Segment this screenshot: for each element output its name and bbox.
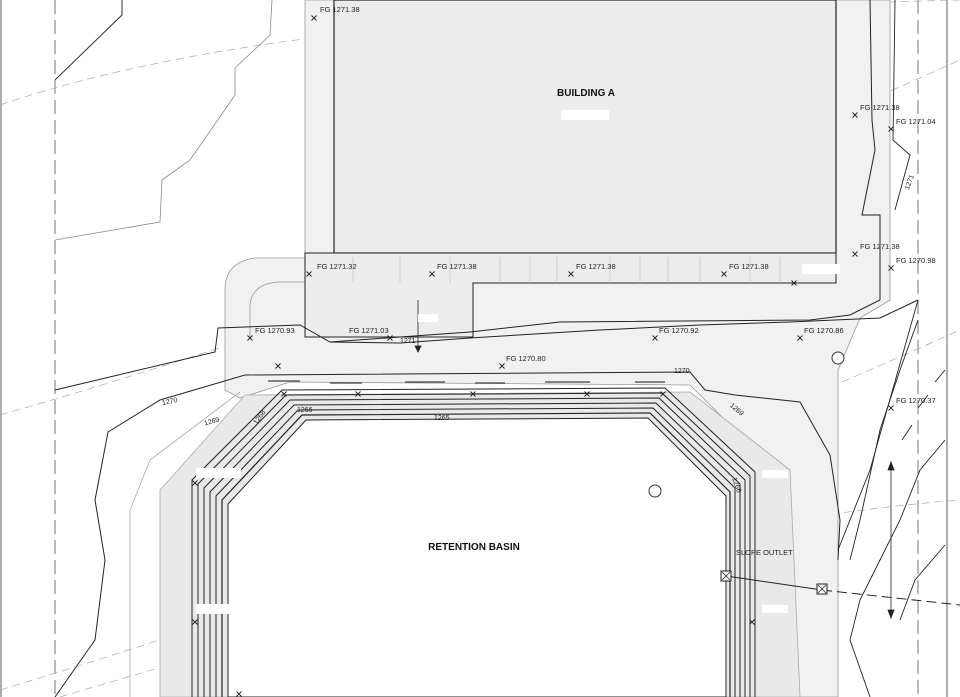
basin-contour-rings (191, 387, 756, 697)
spot-grade-label: FG 1270.98 (896, 256, 936, 265)
contour-1271-east (329, 0, 881, 343)
spot-grade-label: FG 1271.38 (860, 103, 900, 112)
spot-grade-label: FG 1271.38 (576, 262, 616, 271)
spot-grade-x-mark (306, 271, 312, 277)
contour-label: 1271 (904, 174, 916, 191)
contour-1271-swale (892, 0, 911, 211)
spot-grade-x-mark (660, 391, 666, 397)
spot-grade-x-mark (791, 280, 797, 286)
building-a-label: BUILDING A (557, 88, 615, 99)
spot-grade-label: FG 1270.86 (804, 326, 844, 335)
spot-grade-label: FG 1270.92 (659, 326, 699, 335)
spot-grade-x-mark (721, 271, 727, 277)
spot-grade-x-mark (192, 619, 198, 625)
parking-stripes (352, 257, 781, 283)
spot-grade-labels: FG 1271.38 FG 1271.38 FG 1271.04 FG 1271… (255, 5, 936, 405)
spot-grade-x-mark (797, 335, 803, 341)
contour-label: 1271 (400, 338, 416, 345)
existing-contour-nw (54, 0, 123, 81)
spot-grade-x-mark (888, 405, 894, 411)
spot-grade-label: FG 1270.37 (896, 396, 936, 405)
east-swale-lines (837, 299, 946, 697)
spot-grade-x-mark (387, 335, 393, 341)
building-a-footprint (333, 0, 837, 254)
spot-grade-x-mark (888, 265, 894, 271)
spot-grade-x-mark (311, 15, 317, 21)
spot-grade-x-mark (584, 391, 590, 397)
spot-grade-label: FG 1271.03 (349, 326, 389, 335)
spot-grade-marks (192, 15, 894, 697)
spot-grade-x-mark (281, 391, 287, 397)
spot-grade-x-mark (247, 335, 253, 341)
contour-label: 1266 (297, 407, 313, 414)
outlet-pipe (720, 570, 960, 606)
spot-grade-label: FG 1270.93 (255, 326, 295, 335)
spot-grade-label: FG 1270.80 (506, 354, 546, 363)
basin-rim-dashes (268, 380, 665, 384)
spot-grade-label: FG 1271.32 (317, 262, 357, 271)
spot-grade-x-mark (499, 363, 505, 369)
curb-return (249, 281, 305, 338)
existing-contour-west (54, 0, 273, 241)
spot-grade-label: FG 1271.38 (437, 262, 477, 271)
contour-label: 1270 (162, 397, 179, 407)
spot-grade-x-mark (652, 335, 658, 341)
spot-grade-x-mark (429, 271, 435, 277)
contour-label: 1269 (203, 417, 220, 428)
contour-label: 1270 (674, 368, 690, 375)
contour-1270-north (54, 299, 919, 391)
basin-bottom (227, 417, 727, 697)
spot-grade-label: FG 1271.38 (320, 5, 360, 14)
spot-grade-label: FG 1271.38 (729, 262, 769, 271)
spot-grade-x-mark (852, 112, 858, 118)
spot-grade-x-mark (568, 271, 574, 277)
spot-grade-label: FG 1271.38 (860, 242, 900, 251)
spot-grade-x-mark (470, 391, 476, 397)
slope-outlet-label: SLOPE OUTLET (736, 548, 793, 557)
contour-label: 1266 (730, 477, 742, 494)
basin-outer-edge-west (129, 391, 241, 697)
label-voids (196, 110, 840, 614)
dimension-arrow (887, 460, 895, 620)
spot-grade-x-mark (236, 691, 242, 697)
spot-grade-x-mark (888, 126, 894, 132)
contour-1270-south (54, 371, 841, 697)
swale-dashes (901, 369, 946, 441)
spot-grade-x-mark (275, 363, 281, 369)
manhole-circle-east (831, 351, 845, 365)
manhole-circle-basin (648, 484, 662, 498)
spot-grade-x-mark (749, 619, 755, 625)
spot-grade-x-mark (355, 391, 361, 397)
flow-arrow (414, 300, 422, 353)
contour-label: 1265 (434, 415, 450, 422)
spot-grade-x-mark (852, 251, 858, 257)
retention-basin-label: RETENTION BASIN (428, 542, 520, 553)
spot-grade-label: FG 1271.04 (896, 117, 936, 126)
spot-grade-x-mark (192, 480, 198, 486)
